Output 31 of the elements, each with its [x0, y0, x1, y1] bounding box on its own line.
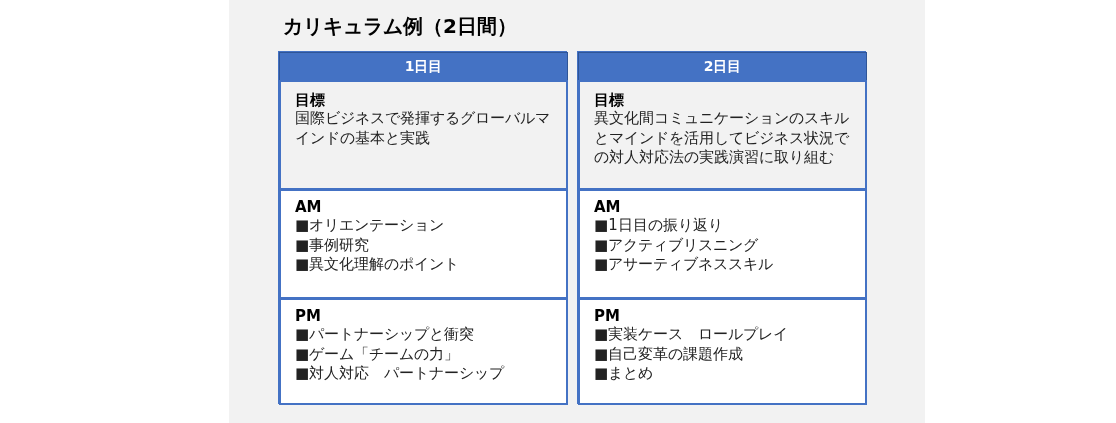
section-heading: PM [594, 307, 621, 325]
session-box [578, 189, 867, 299]
goal-box [279, 80, 568, 190]
day-column [577, 51, 866, 404]
goal-text: 異文化間コミュニケーションのスキルとマインドを活用してビジネス状況での対人対応法の実践演習に取り組む [594, 109, 850, 168]
list-item: ■まとめ [594, 364, 655, 384]
session-box [279, 189, 568, 299]
list-item: ■ゲーム「チームの力」 [295, 344, 461, 364]
section-heading: AM [295, 198, 323, 216]
section-heading: 目標 [295, 91, 326, 109]
list-item: ■事例研究 [295, 235, 371, 255]
list-item: ■実装ケース ロールプレイ [594, 325, 790, 345]
day-header: 1日目 [279, 52, 568, 81]
day-column [278, 51, 567, 404]
session-box [578, 298, 867, 405]
list-item: ■パートナーシップと衝突 [295, 325, 476, 345]
section-heading: AM [594, 198, 622, 216]
list-item: ■1日目の振り返り [594, 216, 724, 236]
list-item: ■対人対応 パートナーシップ [295, 364, 506, 384]
session-box [279, 298, 568, 405]
title: カリキュラム例（2日間） [283, 13, 517, 40]
list-item: ■アクティブリスニング [594, 235, 760, 255]
list-item: ■自己変革の課題作成 [594, 344, 745, 364]
list-item: ■異文化理解のポイント [295, 255, 461, 275]
list-item: ■オリエンテーション [295, 216, 446, 236]
section-heading: 目標 [594, 91, 625, 109]
day-header: 2日目 [578, 52, 867, 81]
goal-box [578, 80, 867, 190]
section-heading: PM [295, 307, 322, 325]
list-item: ■アサーティブネススキル [594, 255, 775, 275]
goal-text: 国際ビジネスで発揮するグローバルマインドの基本と実践 [295, 109, 551, 148]
